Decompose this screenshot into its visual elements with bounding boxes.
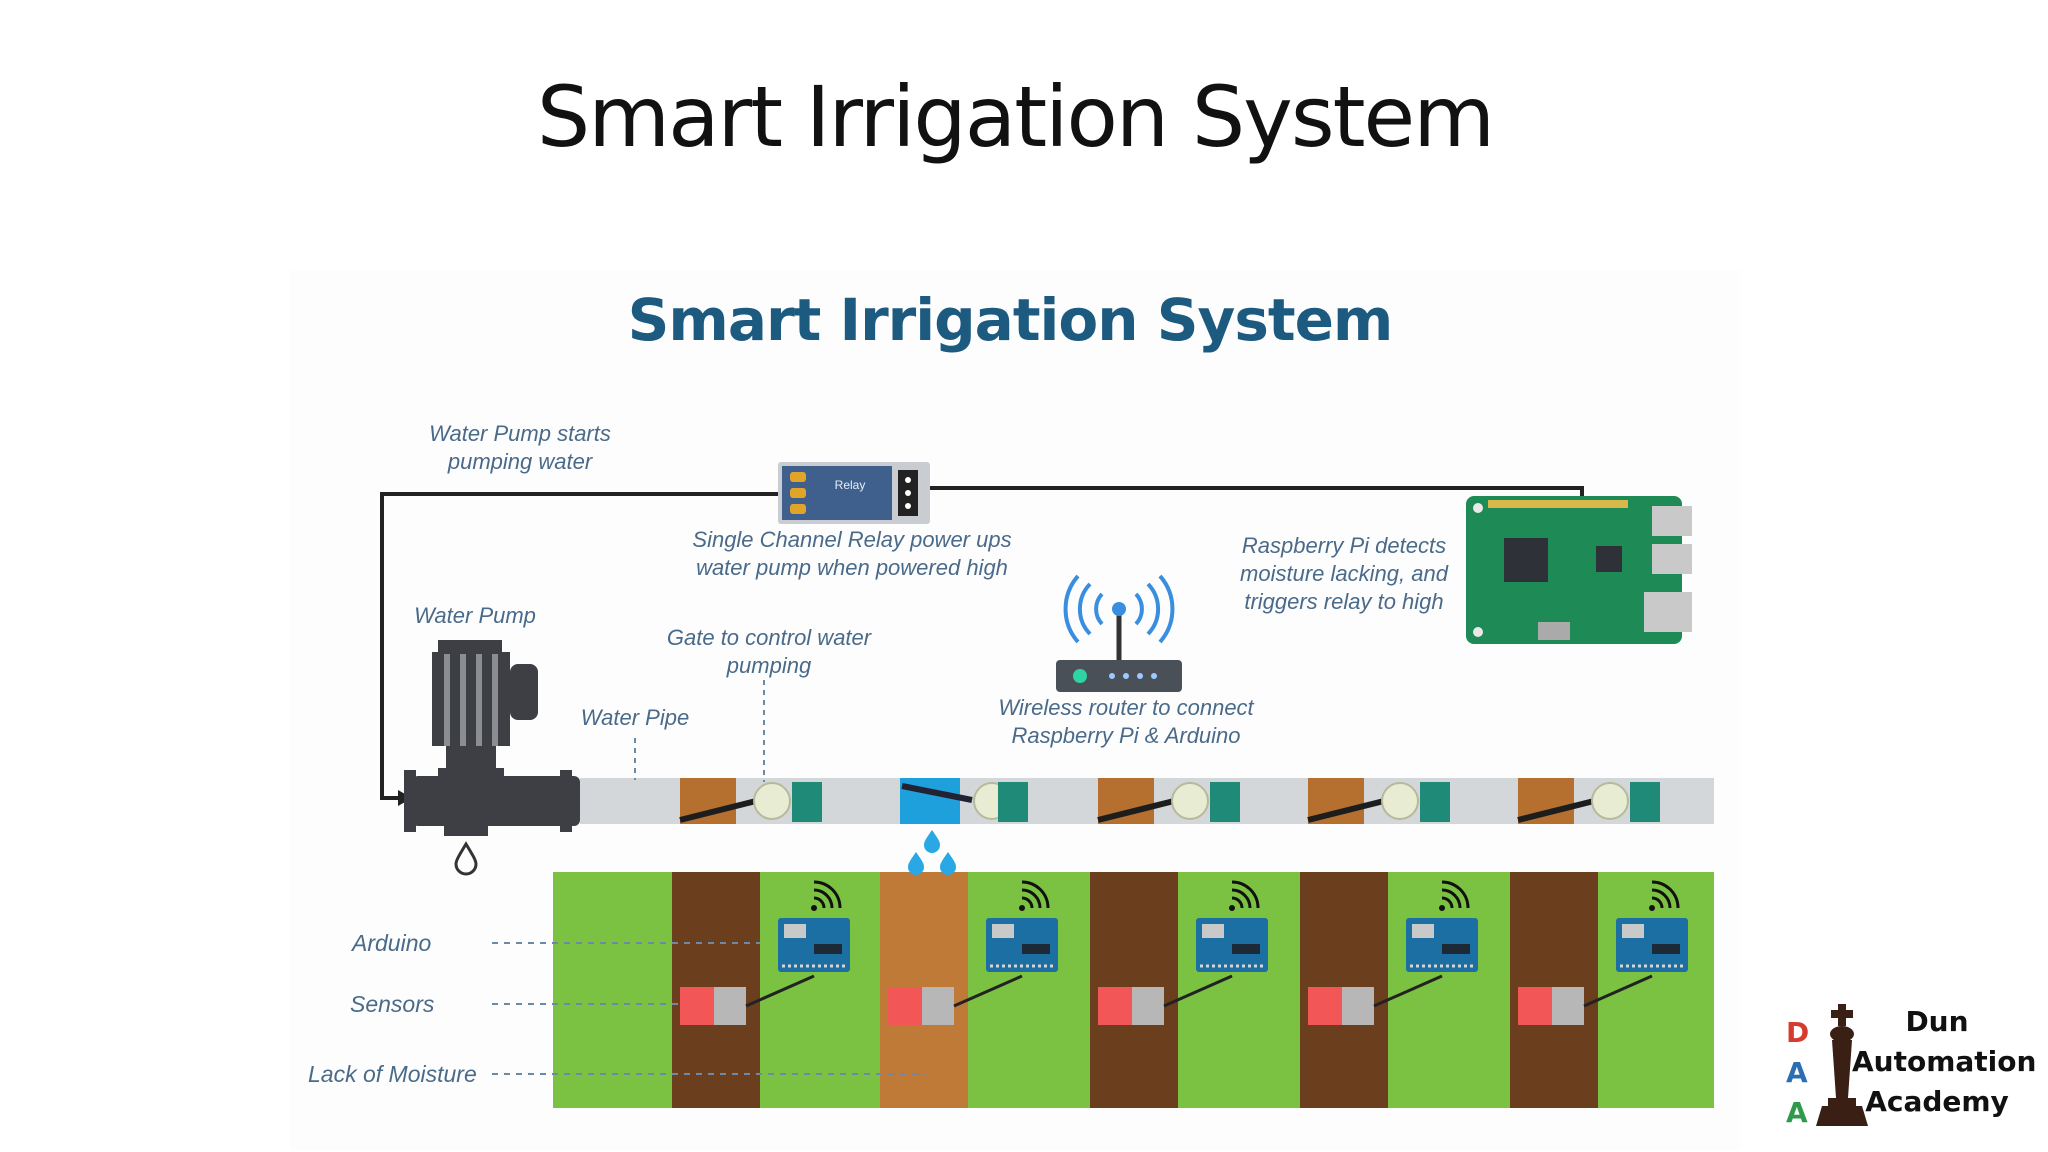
pump-starts-note: Water Pump starts pumping water [429,421,611,474]
water-pipe-label: Water Pipe [580,705,690,730]
wifi-dot [1649,905,1655,911]
wifi-dot [1229,905,1235,911]
sensors-legend-label: Sensors [350,991,435,1017]
raspberry-pi-board [1466,496,1692,644]
gate-lever [901,783,973,803]
water-pump-label: Water Pump [414,603,536,628]
gate-lever [679,797,761,823]
chess-king-icon [1816,1004,1868,1126]
arduino-chip [814,944,842,954]
gate-housing [1630,782,1660,822]
wifi-arc [1021,888,1042,909]
wifi-arc [1441,880,1470,909]
wifi-arc [1231,888,1252,909]
sensor-wire [1373,974,1443,1008]
sensor-wire [953,974,1023,1008]
logo-text: Dun Automation Academy [1852,1002,2037,1122]
router-note: Wireless router to connect Raspberry Pi … [998,695,1254,748]
wifi-arc [813,880,842,909]
arduino-usb [1202,924,1224,938]
slide-title: Smart Irrigation System [536,68,1495,166]
wifi-arc [1441,896,1454,909]
arduino-usb [784,924,806,938]
gate-lever [1097,797,1179,823]
logo-line-automation: Automation [1852,1045,2037,1078]
wifi-dot [1019,905,1025,911]
relay-chip-label: Relay [835,478,866,492]
irrigation-zones [672,778,1688,1108]
logo-line-academy: Academy [1865,1085,2009,1118]
water-drop [940,852,956,875]
wireless-router [1056,574,1182,692]
arduino-usb [992,924,1014,938]
water-pump [404,640,580,876]
arduino-usb [1412,924,1434,938]
arduino-chip [1022,944,1050,954]
wifi-dot [1439,905,1445,911]
gate-housing [1420,782,1450,822]
gate-wheel [1591,782,1629,820]
wifi-arc [1651,880,1680,909]
sensor-wire [745,974,815,1008]
wifi-arc [813,888,834,909]
gate-wheel [1381,782,1419,820]
logo-letter-d: D [1786,1016,1810,1049]
arduino-chip [1442,944,1470,954]
control-wire [380,492,785,800]
wifi-arc [1021,896,1034,909]
relay-module [778,462,930,524]
wifi-arc [1021,880,1050,909]
gate-wheel [1171,782,1209,820]
gate-housing [998,782,1028,822]
gate-wheel [753,782,791,820]
logo-letter-a1: A [1786,1056,1808,1089]
wifi-arc [1441,888,1462,909]
sensor-red-block [1518,987,1552,1025]
water-drop [924,830,940,853]
sensor-wire [1583,974,1653,1008]
water-drop [908,852,924,875]
arduino-chip [1232,944,1260,954]
relay-note: Single Channel Relay power ups water pum… [692,527,1012,580]
logo-line-dun: Dun [1905,1005,1969,1038]
raspberry-pi-note: Raspberry Pi detects moisture lacking, a… [1240,533,1448,614]
logo-letter-a2: A [1786,1096,1808,1129]
wifi-arc [1231,880,1260,909]
gate-lever [1517,797,1599,823]
arduino-usb [1622,924,1644,938]
diagram-title: Smart Irrigation System [627,286,1394,354]
sensor-grey-block [1552,987,1584,1025]
sensor-grey-block [922,987,954,1025]
sensor-red-block [680,987,714,1025]
wifi-arc [1651,888,1672,909]
gate-housing [1210,782,1240,822]
wifi-arc [1651,896,1664,909]
wifi-dot [811,905,817,911]
sensor-red-block [888,987,922,1025]
gate-note: Gate to control water pumping [666,625,872,678]
wifi-arc [813,896,826,909]
gate-housing [792,782,822,822]
sensor-grey-block [1132,987,1164,1025]
sensor-red-block [1308,987,1342,1025]
arduino-legend-label: Arduino [352,930,432,956]
arduino-chip [1652,944,1680,954]
sensor-grey-block [714,987,746,1025]
lack-of-moisture-legend-label: Lack of Moisture [308,1061,477,1087]
gate-lever [1307,797,1389,823]
sensor-wire [1163,974,1233,1008]
sensor-grey-block [1342,987,1374,1025]
wifi-arc [1231,896,1244,909]
sensor-red-block [1098,987,1132,1025]
